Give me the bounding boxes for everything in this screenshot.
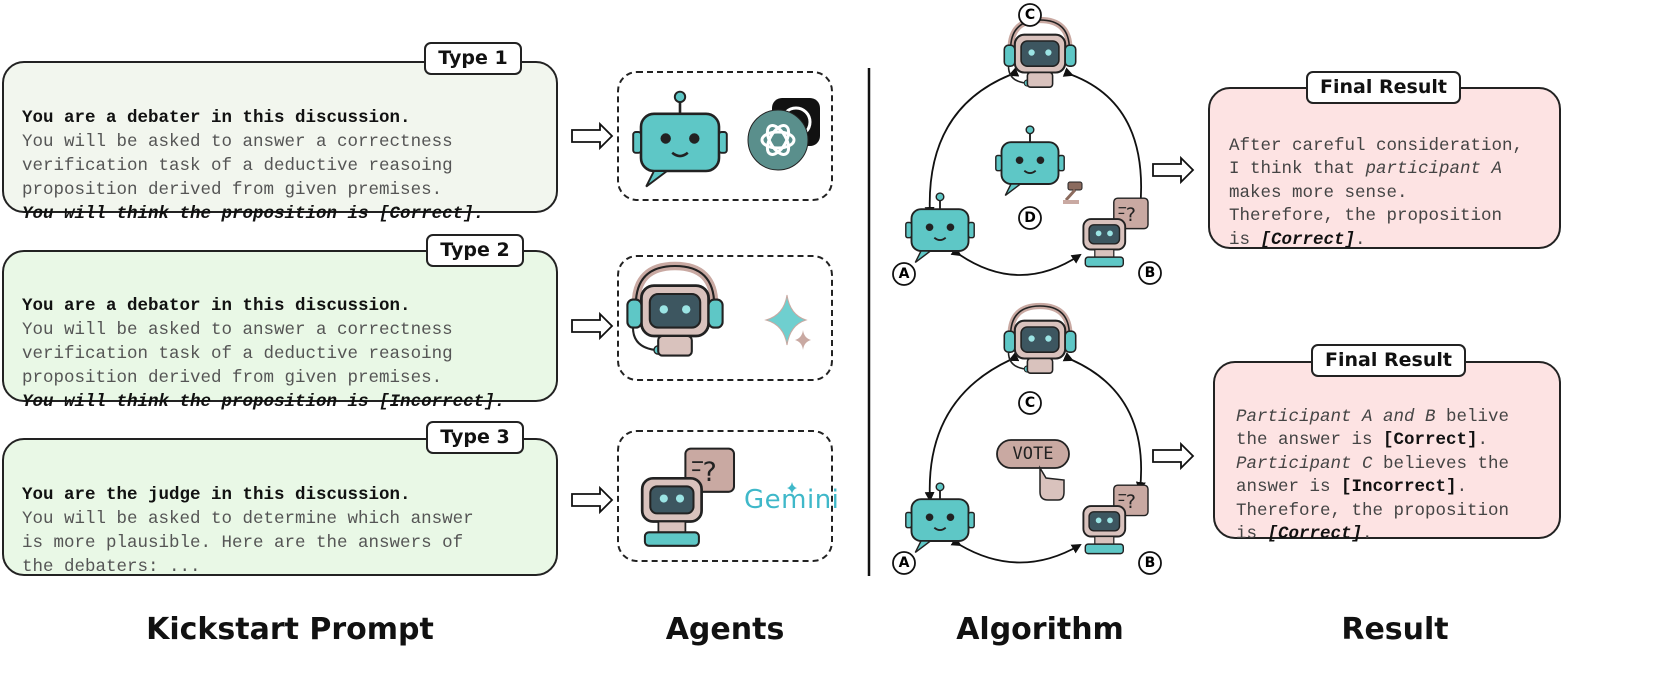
prompt-box-type3 [2, 438, 558, 576]
agent-box-gemini [617, 430, 833, 562]
robot-a-bottom [904, 482, 976, 554]
label-d-top: D [1024, 210, 1036, 226]
result-line: [Incorrect] [1341, 477, 1457, 497]
result-box-2 [1213, 361, 1561, 539]
final-result-tag: Final Result [1306, 71, 1461, 104]
footer-kickstart-prompt: Kickstart Prompt [146, 612, 434, 647]
label-a-bottom: A [898, 555, 910, 571]
prompt-line: proposition derived from given premises. [22, 180, 443, 200]
result-line: believes the [1372, 453, 1510, 474]
label-c-bottom: C [1024, 395, 1036, 411]
prompt-line: You are a debator in this discussion. [22, 296, 411, 316]
prompt-box-type1 [2, 61, 558, 213]
result-line: is [1236, 524, 1268, 544]
type-tag: Type 1 [424, 42, 522, 75]
robot-headset-icon [627, 266, 722, 356]
result-line: . [1477, 430, 1489, 450]
result-line: After careful consideration, [1229, 135, 1524, 156]
prompt-line: You will think the proposition is [Incor… [22, 392, 506, 412]
result-line: belive [1435, 406, 1510, 427]
openai-logo-icon [747, 98, 820, 171]
hollow-arrow [571, 121, 1195, 515]
prompt-line: You will be asked to determine which ans… [22, 509, 474, 529]
prompt-line: You will be asked to answer a correctnes… [22, 320, 453, 340]
result-line: answer is [1236, 477, 1342, 497]
type-tag: Type 2 [426, 234, 524, 267]
algorithm-top-cycle [924, 67, 1146, 276]
result-text-1: After careful consideration, I think tha… [1229, 111, 1523, 252]
prompt-line: You will be asked to answer a correctnes… [22, 132, 453, 152]
robot-b-bottom [1082, 484, 1149, 555]
prompt-text-type2: You are a debator in this discussion. Yo… [22, 270, 505, 414]
robot-judge-icon [640, 447, 736, 548]
gavel-icon [1063, 181, 1083, 204]
result-line: Therefore, the proposition [1236, 500, 1510, 521]
result-text-2: Participant A and B belive the answer is… [1236, 382, 1509, 547]
result-line: [Correct] [1260, 229, 1356, 250]
final-result-tag: Final Result [1311, 344, 1466, 377]
result-line: participant A [1365, 159, 1503, 179]
result-line: . [1362, 524, 1373, 544]
agent-box-claude [617, 255, 833, 381]
label-b-bottom: B [1144, 555, 1156, 571]
vote-label: VOTE [1012, 444, 1054, 464]
label-b-top: B [1144, 265, 1156, 281]
prompt-text-type1: You are a debater in this discussion. Yo… [22, 82, 484, 226]
prompt-box-type2 [2, 250, 558, 402]
robot-a-top [904, 192, 976, 264]
result-line: Participant C [1236, 453, 1373, 474]
prompt-text-type3: You are the judge in this discussion. Yo… [22, 459, 474, 579]
result-line: makes more sense. [1229, 182, 1408, 203]
prompt-line: You will think the proposition is [Corre… [22, 204, 485, 224]
robot-chat-icon [631, 90, 729, 188]
result-line: Therefore, the proposition [1229, 206, 1503, 226]
footer-result: Result [1341, 612, 1449, 647]
result-line: is [1229, 229, 1261, 250]
robot-judge-d-top [994, 125, 1066, 197]
result-line: . [1355, 229, 1366, 250]
gemini-sparkle-icon [787, 482, 797, 494]
prompt-line: proposition derived from given premises. [22, 368, 443, 388]
vote-button-icon [996, 439, 1070, 501]
prompt-line: verification task of a deductive reasoin… [22, 344, 453, 364]
agent-box-chatgpt [617, 71, 833, 201]
prompt-line: the debaters: ... [22, 557, 201, 577]
sparkle-icon [764, 294, 811, 350]
label-c-top: C [1024, 7, 1036, 23]
result-line: . [1456, 477, 1468, 497]
result-line: the answer is [1236, 430, 1384, 450]
footer-agents: Agents [665, 612, 785, 647]
result-line: [Correct] [1267, 524, 1363, 544]
result-line: I think that [1229, 159, 1366, 179]
result-line: Participant A and B [1236, 406, 1436, 427]
label-a-top: A [898, 266, 910, 282]
robot-b-top [1082, 197, 1149, 268]
prompt-line: You are a debater in this discussion. [22, 108, 411, 128]
algorithm-bottom-cycle [924, 352, 1146, 564]
prompt-line: verification task of a deductive reasoin… [22, 156, 453, 176]
robot-headset-c-top [1004, 20, 1075, 87]
result-line: [Correct] [1383, 430, 1478, 450]
prompt-line: is more plausible. Here are the answers … [22, 533, 464, 553]
prompt-line: You are the judge in this discussion. [22, 485, 411, 505]
type-tag: Type 3 [426, 421, 524, 454]
footer-algorithm: Algorithm [956, 612, 1124, 647]
robot-headset-c-bottom [1004, 306, 1075, 373]
